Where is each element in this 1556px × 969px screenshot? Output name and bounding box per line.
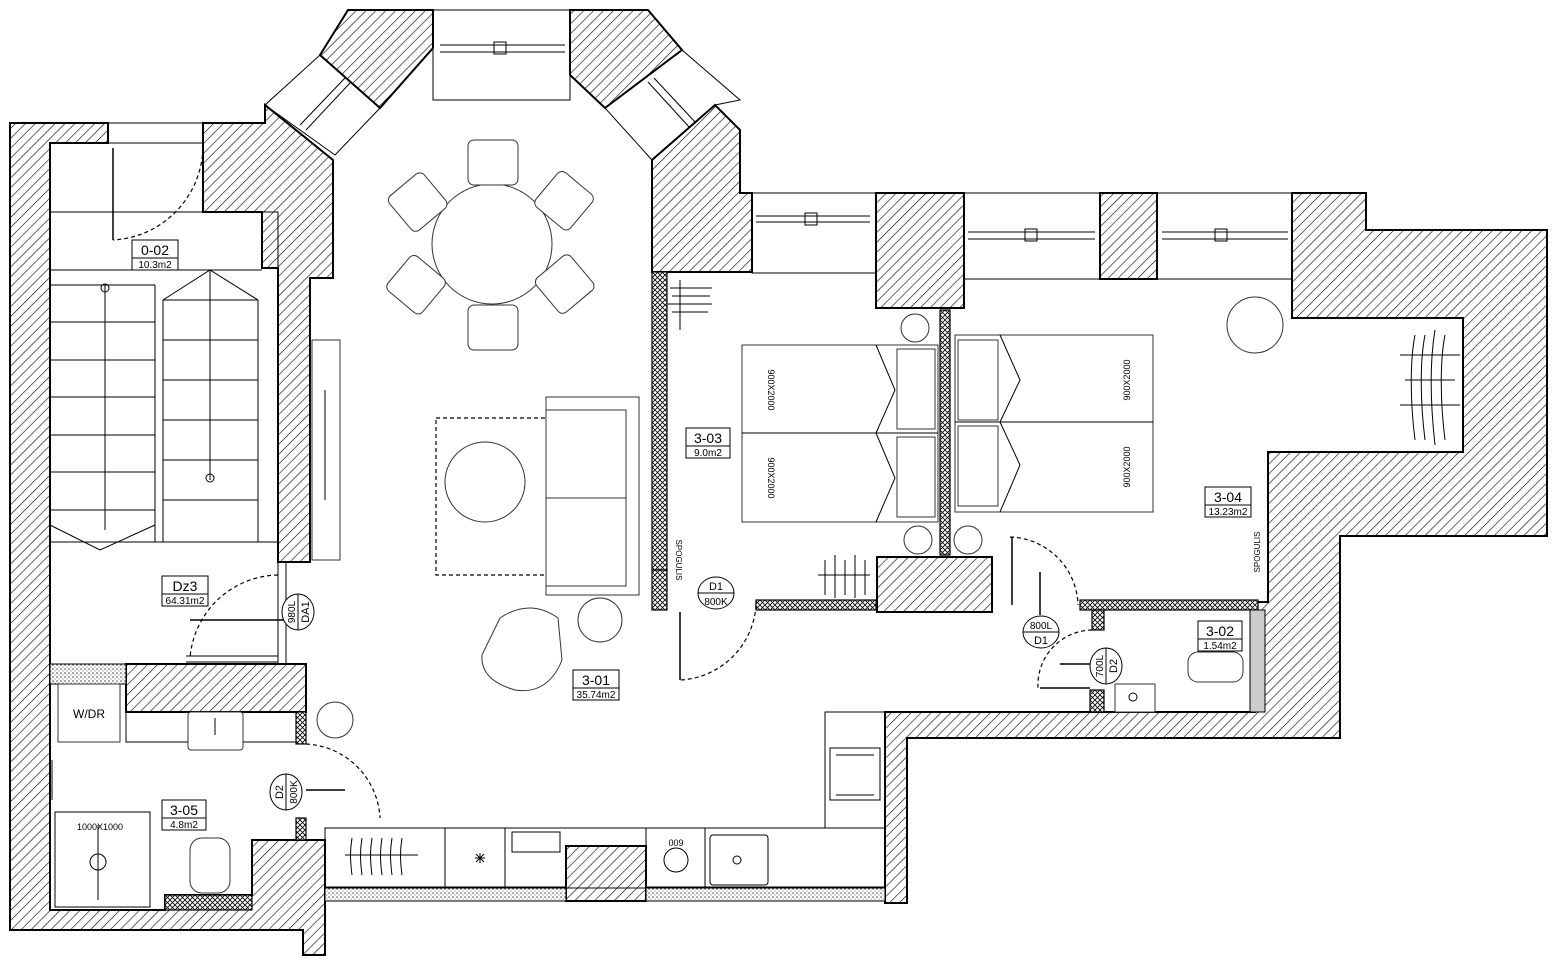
room-id: 3-01: [582, 672, 610, 688]
wall-middle: [125, 663, 307, 713]
room-id: Dz3: [173, 578, 198, 594]
bathroom-3-05: [51, 683, 297, 908]
partition-33-end: [651, 569, 668, 611]
door-tag-da1: 980L DA1: [281, 593, 315, 631]
wall-bay-nw: [318, 9, 434, 110]
shower-size-label: 1000X1000: [77, 822, 123, 832]
room-id: 3-05: [170, 802, 198, 818]
door-type: D2: [274, 785, 286, 799]
partition-32-east: [1249, 609, 1266, 713]
bed-size-label: 900X2000: [766, 369, 776, 410]
bed-size-label: 900X2000: [1122, 359, 1132, 400]
doors: [112, 147, 1093, 819]
room-label-3-01: 3-01 35.74m2: [572, 669, 620, 701]
window-east-1: [751, 192, 877, 274]
bed-size-label: 900X2000: [766, 457, 776, 498]
room-id: 3-02: [1206, 623, 1234, 639]
door-tags: 980L DA1 D1 800K 800L D1 700L D2 D2 800K: [269, 576, 1123, 811]
bed-size-label: 900X2000: [1122, 446, 1132, 487]
beds-3-04: [953, 296, 1284, 555]
window-east-3: [1156, 192, 1293, 280]
wardrobe-hangers-3: [818, 555, 870, 598]
wardrobe-hangers-2: [1400, 329, 1460, 446]
door-width: 800K: [704, 597, 728, 608]
partition-34-south: [1079, 599, 1259, 611]
door-width: 800L: [1030, 621, 1053, 632]
counter-stone-2: [324, 886, 567, 902]
window-nw-bay: [264, 54, 381, 156]
room-id: 3-03: [694, 430, 722, 446]
room-area: 10.3m2: [138, 260, 172, 271]
partition-33-34: [939, 309, 951, 556]
wall-kitchen-block: [565, 845, 647, 902]
wall-bay-east: [651, 103, 753, 273]
door-width: 980L: [287, 600, 298, 623]
annotations: 900X2000 900X2000 900X2000 900X2000 SPOG…: [73, 359, 1262, 848]
door-tag-d1-a: D1 800K: [697, 576, 735, 610]
mirror-label: SPOGULIS: [674, 540, 683, 581]
partitions: [49, 271, 1266, 911]
room-label-3-03: 3-03 9.0m2: [685, 427, 731, 459]
wall-east-outer: [884, 192, 1548, 904]
counter-stone-3: [645, 886, 886, 902]
door-type: D1: [709, 581, 723, 593]
window-north: [432, 9, 571, 101]
room-label-3-02: 3-02 1.54m2: [1197, 620, 1243, 652]
bathroom-3-02: [1114, 651, 1244, 713]
room-label-3-04: 3-04 13.23m2: [1204, 486, 1252, 518]
room-area: 1.54m2: [1203, 641, 1237, 652]
door-tag-d2-b: D2 800K: [269, 773, 303, 811]
living-set: [311, 339, 640, 739]
wall-pillar-1: [875, 192, 965, 309]
door-tag-d2-a: 700L D2: [1089, 647, 1123, 685]
door-tag-d1-b: 800L D1: [1022, 615, 1060, 649]
partition-33-south: [755, 599, 877, 611]
room-area: 13.23m2: [1209, 507, 1248, 518]
room-area: 64.31m2: [166, 596, 205, 607]
wall-bay-ne: [569, 9, 684, 110]
windows: [107, 9, 1293, 280]
partition-35-a: [295, 711, 307, 745]
door-type: DA1: [300, 601, 312, 622]
staircase: [49, 211, 279, 551]
window-ne-bay: [604, 49, 742, 161]
wardrobe-hangers-1: [668, 280, 712, 330]
oven-label: 009: [668, 838, 683, 848]
dining-set: [386, 139, 595, 351]
walls: [9, 9, 1548, 956]
room-label-3-05: 3-05 4.8m2: [161, 799, 207, 831]
door-type: D2: [1108, 659, 1120, 673]
partition-35-c: [164, 894, 253, 911]
beds-3-03: [741, 313, 939, 555]
mirror-label: SPOGULIS: [1253, 532, 1262, 573]
window-stair: [107, 122, 204, 144]
partition-32-west: [1091, 609, 1105, 631]
room-label-dz3: Dz3 64.31m2: [161, 575, 209, 607]
partition-32-west-2: [1089, 689, 1105, 713]
washer-dryer-label: W/DR: [73, 707, 105, 721]
door-type: D1: [1034, 635, 1048, 647]
wall-pillar-2: [1099, 192, 1158, 280]
door-width: 800K: [289, 780, 300, 804]
room-id: 3-04: [1214, 489, 1242, 505]
door-width: 700L: [1095, 654, 1106, 677]
room-label-0-02: 0-02 10.3m2: [131, 239, 179, 271]
room-area: 9.0m2: [694, 448, 722, 459]
room-id: 0-02: [141, 242, 169, 258]
wall-bedroom-block: [876, 556, 993, 613]
room-labels: 0-02 10.3m2 Dz3 64.31m2 3-01 35.74m2 3-0…: [131, 239, 1252, 831]
kitchen: [324, 711, 886, 889]
window-east-2: [963, 192, 1101, 280]
partition-33-west: [651, 271, 668, 571]
room-area: 4.8m2: [170, 820, 198, 831]
room-area: 35.74m2: [577, 690, 616, 701]
counter-stone-1: [49, 663, 127, 685]
partition-35-b: [295, 817, 307, 841]
